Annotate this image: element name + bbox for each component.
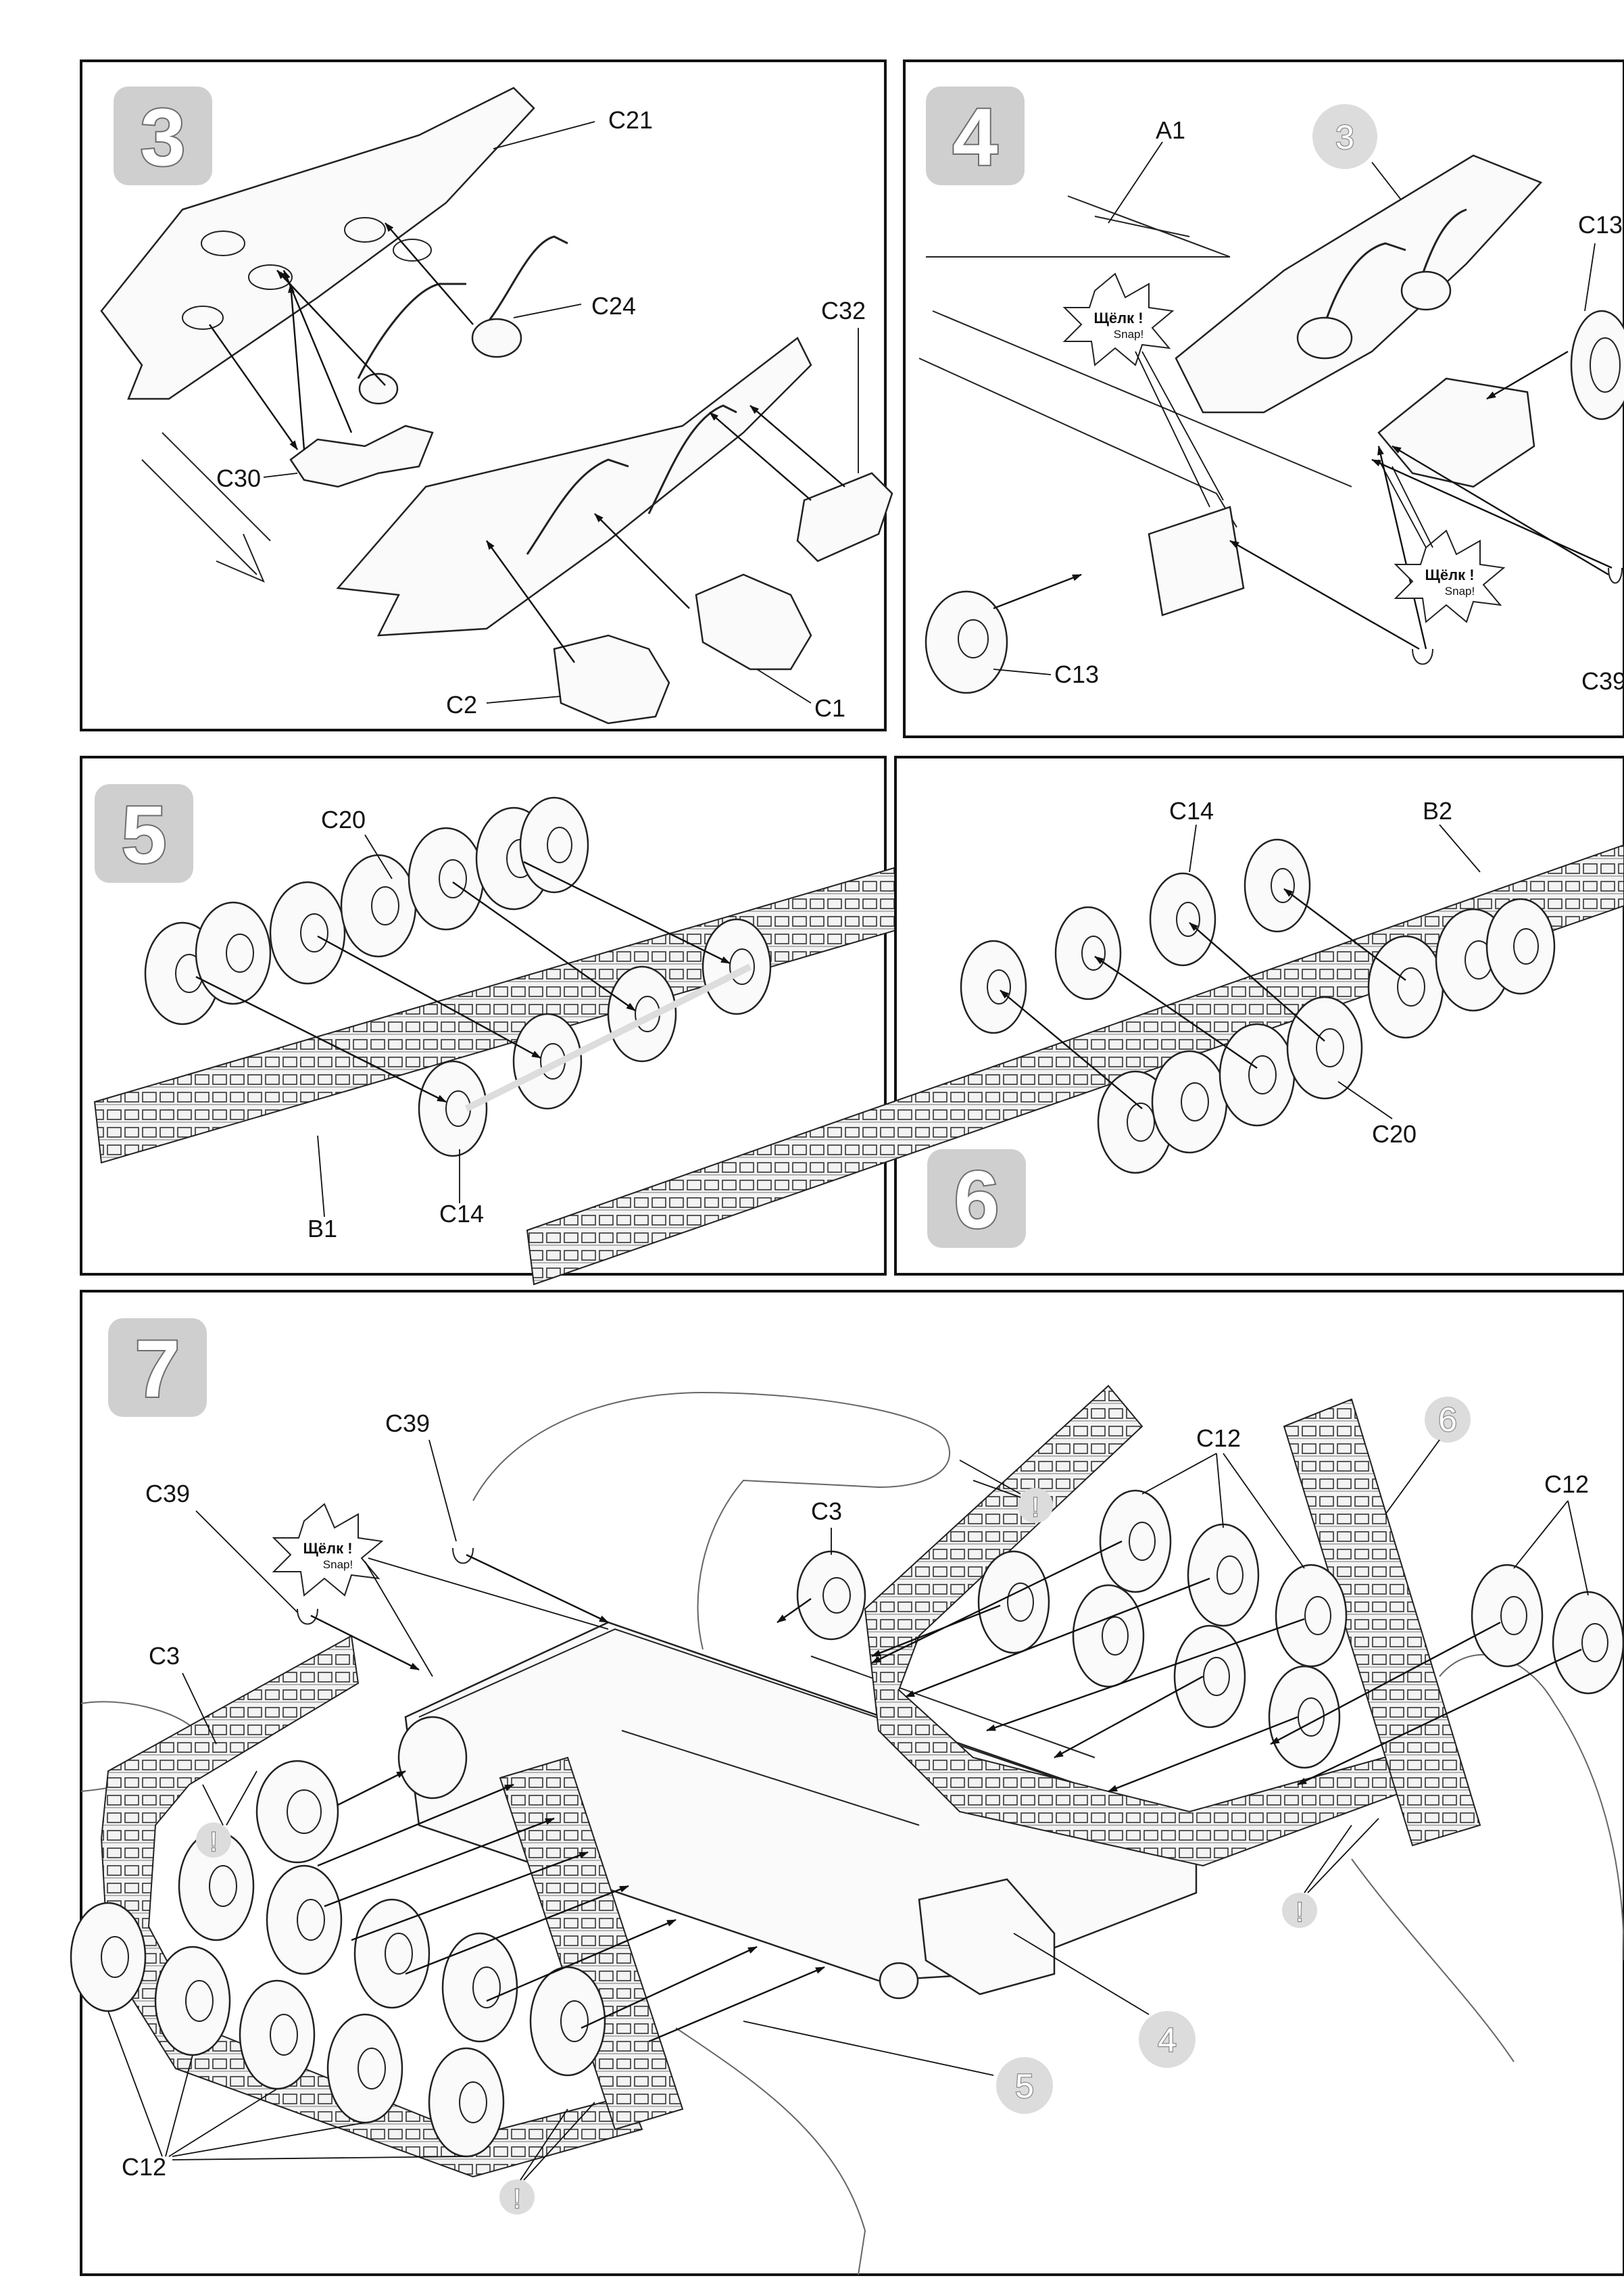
step-badge (927, 1149, 1026, 1248)
svg-text:!: ! (210, 1827, 217, 1857)
step-4-panel: 4 3 A1 C13 C13 (903, 59, 1624, 738)
label-c39: C39 (1581, 667, 1624, 695)
wheel-row-c20 (144, 796, 589, 1025)
snap-burst: Щёлк ! Snap! (272, 1503, 609, 1677)
snap-burst-top: Щёлк ! Snap! (1062, 272, 1224, 508)
wheel-c13-right (1570, 310, 1624, 420)
label-c12-top: C12 (1196, 1424, 1241, 1452)
tow-hook-c39-right (452, 1547, 474, 1564)
tow-hook-c39-left (297, 1608, 318, 1625)
track-b2 (526, 844, 1624, 1286)
label-c24: C24 (591, 292, 636, 320)
label-c14: C14 (439, 1200, 484, 1228)
label-b2: B2 (1423, 797, 1452, 825)
sponson-assembly (1175, 154, 1543, 414)
label-c21: C21 (608, 106, 653, 134)
label-c12-bottom: C12 (122, 2153, 166, 2181)
svg-text:Snap!: Snap! (323, 1558, 353, 1571)
label-b1: B1 (307, 1215, 337, 1242)
svg-text:!: ! (1031, 1493, 1039, 1522)
svg-text:Snap!: Snap! (1445, 585, 1475, 598)
bracket-c30 (289, 425, 434, 488)
step-badge (926, 87, 1025, 185)
step-7-panel: 7 (70, 1290, 1624, 2276)
sponson-plate-upper (100, 87, 535, 400)
step-6-panel: 6 C14 B2 C20 (526, 756, 1624, 1286)
hand-right (1439, 1653, 1624, 1961)
label-c1: C1 (814, 694, 845, 722)
warning-icon (499, 2179, 535, 2215)
svg-text:Snap!: Snap! (1114, 328, 1143, 341)
ref-step-5: 5 (1015, 2067, 1034, 2105)
label-c39-top: C39 (385, 1409, 430, 1437)
wheel-c13-left (925, 590, 1008, 694)
wheel-row-c20 (1097, 898, 1556, 1174)
ref-step-5-badge (996, 2057, 1053, 2114)
road-wheels-right-c12 (977, 1489, 1624, 1769)
wheel-row-c14 (418, 918, 772, 1157)
step-number: 7 (135, 1324, 180, 1414)
road-wheels-left-c12 (70, 1831, 606, 2158)
cover-c1 (695, 573, 812, 671)
wheel-row-c14 (960, 838, 1311, 1034)
step-badge (108, 1318, 207, 1417)
step-3-panel: 3 (80, 59, 893, 731)
step-number: 6 (954, 1155, 1000, 1245)
warning-icon (1018, 1488, 1053, 1523)
label-c20: C20 (1372, 1120, 1417, 1148)
wheel-arrows-right (871, 1540, 1582, 1793)
svg-text:!: ! (513, 2184, 520, 2214)
svg-text:Щёлк !: Щёлк ! (1425, 566, 1474, 583)
ref-step-3-badge (1312, 104, 1377, 169)
label-c13-top: C13 (1578, 211, 1623, 239)
svg-text:!: ! (1296, 1898, 1303, 1927)
label-c2: C2 (446, 691, 477, 719)
track-upright-right (1283, 1398, 1481, 1847)
label-c3-right: C3 (811, 1497, 842, 1525)
warning-icon (1282, 1893, 1317, 1928)
rear-bracket (1377, 377, 1535, 488)
drive-hub (397, 1716, 468, 1799)
wheel-arrows-left (317, 1783, 825, 2043)
ref-step-3: 3 (1335, 118, 1354, 156)
ref-step-4: 4 (1158, 2021, 1177, 2059)
warning-icon (196, 1822, 231, 1858)
ref-step-6-badge (1425, 1397, 1471, 1443)
svg-text:Щёлк !: Щёлк ! (1093, 310, 1143, 327)
svg-text:Щёлк !: Щёлк ! (303, 1540, 352, 1557)
step-5-panel: 5 C20 B1 C14 (80, 756, 1096, 1276)
rear-block (1148, 506, 1245, 617)
ref-step-4-badge (1139, 2011, 1196, 2068)
sprocket-c3-left (255, 1760, 339, 1864)
label-c20: C20 (321, 806, 366, 834)
box-c32 (796, 472, 893, 562)
step-number: 4 (953, 92, 998, 183)
step-badge (114, 87, 212, 185)
label-c13-bottom: C13 (1054, 660, 1099, 688)
label-c32: C32 (821, 297, 866, 324)
step-number: 3 (141, 92, 186, 183)
cover-c2 (553, 634, 670, 725)
rear-assembly (918, 1878, 1056, 1996)
snap-burst-bottom: Щёлк ! Snap! (1378, 459, 1506, 623)
label-c39-left: C39 (145, 1480, 190, 1507)
warning-marks: ! ! ! ! (196, 1459, 1379, 2215)
hand-bottom (675, 2027, 866, 2275)
track-right (864, 1384, 1461, 1867)
step-number: 5 (122, 790, 167, 880)
label-c14: C14 (1169, 797, 1214, 825)
hand-top (472, 1391, 950, 1650)
label-a1: A1 (1156, 116, 1185, 144)
sprocket-c3-right (796, 1550, 866, 1641)
tow-hook-c39 (1412, 648, 1433, 665)
label-c30: C30 (216, 464, 261, 492)
label-c12-right: C12 (1544, 1470, 1589, 1498)
label-c3-left: C3 (149, 1642, 180, 1670)
step-badge (95, 784, 193, 883)
ref-step-6: 6 (1438, 1401, 1457, 1439)
